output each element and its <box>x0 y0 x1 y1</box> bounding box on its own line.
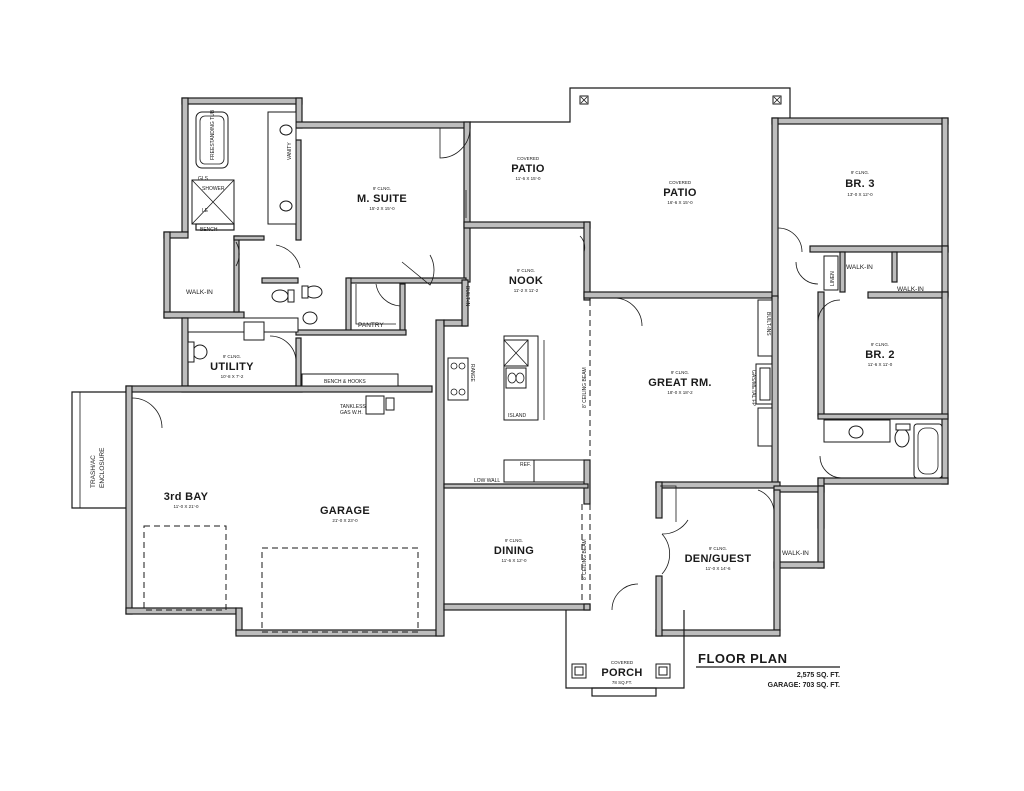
bench-hooks-label: BENCH & HOOKS <box>324 379 366 385</box>
range-label: RANGE <box>469 364 475 382</box>
low-wall-label: LOW WALL <box>474 478 500 484</box>
den-ceiling: 9' CLNG. <box>709 546 727 551</box>
great-rm-ceiling: 9' CLNG. <box>671 370 689 375</box>
m-suite-name: M. SUITE <box>357 193 407 205</box>
patio-1-name: PATIO <box>511 163 545 175</box>
tankless-label: TANKLESS <box>340 404 366 410</box>
br2-dims: 11'-6 X 11'-0 <box>868 362 893 367</box>
utility-dims: 10'-8 X 7'-2 <box>221 374 244 379</box>
trash-label-2: ENCLOSURE <box>99 447 106 488</box>
br3-dims: 13'-0 X 12'-0 <box>847 192 873 197</box>
gas-fp-label: GAS/METAL FP <box>750 370 756 407</box>
den-dims: 11'-0 X 14'-6 <box>706 566 731 571</box>
third-bay-dims: 11'-0 X 21'-0 <box>174 504 199 509</box>
nook-dims: 11'-2 X 11'-2 <box>514 288 539 293</box>
built-in-label: BUILT-IN <box>464 286 470 307</box>
fixtures <box>187 111 943 483</box>
patio-2-dims: 16'-6 X 15'-0 <box>667 200 693 205</box>
walk-in-master-label: WALK-IN <box>186 289 213 296</box>
plan-title: FLOOR PLAN <box>698 651 788 666</box>
den-name: DEN/GUEST <box>685 553 752 565</box>
utility-ceiling: 9' CLNG. <box>223 354 241 359</box>
pantry-label: PANTRY <box>358 322 384 329</box>
sink-icon <box>279 124 293 136</box>
br2-ceiling: 9' CLNG. <box>871 342 889 347</box>
ref-label: REF. <box>520 462 531 468</box>
trash-label-1: TRASH/AC <box>90 455 97 488</box>
patio-1-note: COVERED <box>517 156 540 161</box>
area-main: 2,575 SQ. FT. <box>797 672 840 679</box>
walls <box>125 97 949 637</box>
walk-in-br3-label: WALK-IN <box>846 264 873 271</box>
walk-in-br2-label: WALK-IN <box>897 286 924 293</box>
patio-outline <box>470 87 791 123</box>
great-rm-name: GREAT RM. <box>648 377 712 389</box>
bench-label: BENCH <box>200 227 218 233</box>
vanity-label: VANITY <box>287 142 293 160</box>
bathtub-icon <box>913 423 943 479</box>
garage-doors <box>143 525 419 633</box>
ceiling-beam-label-1: 8' CEILING BEAM <box>582 367 588 408</box>
br3-ceiling: 9' CLNG. <box>851 170 869 175</box>
toilet-icon <box>271 289 289 303</box>
m-suite-dims: 15'-2 X 15'-0 <box>369 206 395 211</box>
glass-label: GLS <box>198 176 209 182</box>
tub-label: FREESTANDING TUB <box>210 109 216 160</box>
trash-enclosure <box>71 391 126 509</box>
sink-icon <box>279 200 293 212</box>
linen-label: LINEN <box>830 271 836 286</box>
dining-name: DINING <box>494 545 534 557</box>
br2-name: BR. 2 <box>865 349 895 361</box>
patio-2-note: COVERED <box>669 180 692 185</box>
dining-dims: 11'-6 X 12'-0 <box>502 558 527 563</box>
plan-summary: FLOOR PLAN 2,575 SQ. FT. GARAGE: 703 SQ.… <box>696 651 840 689</box>
nook-ceiling: 9' CLNG. <box>517 268 535 273</box>
m-suite-ceiling: 9' CLNG. <box>373 186 391 191</box>
great-rm-dims: 18'-0 X 18'-2 <box>667 390 693 395</box>
trash-label: TRASH/AC ENCLOSURE <box>90 447 106 488</box>
shower-label: SHOWER <box>202 186 225 192</box>
island-label: ISLAND <box>508 413 526 419</box>
ceiling-beams <box>581 300 591 604</box>
porch-dims: 78 SQ.FT. <box>612 680 632 685</box>
nook-name: NOOK <box>509 275 543 287</box>
built-ins-label: BUILT-INS <box>765 312 771 336</box>
patio-1-dims: 11'-6 X 15'-0 <box>516 176 541 181</box>
toilet-icon <box>894 428 910 448</box>
utility-name: UTILITY <box>210 361 254 373</box>
ceiling-beam-label-2: 8' CEILING BEAM <box>582 539 588 580</box>
walk-in-den-label: WALK-IN <box>782 550 809 557</box>
porch-note: COVERED <box>611 660 634 665</box>
porch <box>565 610 685 697</box>
porch-name: PORCH <box>601 667 642 679</box>
patio-2-name: PATIO <box>663 187 697 199</box>
freestanding-tub-icon <box>195 111 229 169</box>
area-garage: GARAGE: 703 SQ. FT. <box>768 682 840 689</box>
third-bay-name: 3rd BAY <box>164 491 209 503</box>
gas-wh-label: GAS W.H. <box>340 410 363 416</box>
washer-icon <box>192 344 208 360</box>
doors <box>131 127 843 611</box>
garage-name: GARAGE <box>320 505 370 517</box>
garage-dims: 21'-0 X 23'-0 <box>332 518 358 523</box>
sink-icon <box>848 425 864 439</box>
dining-ceiling: 9' CLNG. <box>505 538 523 543</box>
br3-name: BR. 3 <box>845 178 875 190</box>
le-label: LE <box>202 208 209 214</box>
sink-icon <box>302 311 318 325</box>
